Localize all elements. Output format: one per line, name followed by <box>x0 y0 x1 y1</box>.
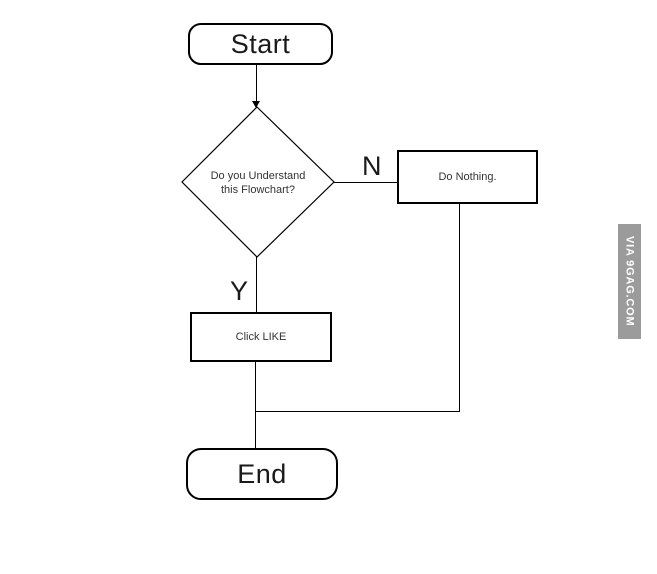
connector-start-to-decision <box>256 64 257 108</box>
arrow-down-icon <box>252 101 260 108</box>
branch-label-no: N <box>362 151 382 181</box>
do-nothing-label: Do Nothing. <box>438 171 497 183</box>
decision-node: Do you Understand this Flowchart? <box>181 106 335 259</box>
do-nothing-node: Do Nothing. <box>397 150 538 204</box>
watermark-9gag: VIA 9GAG.COM <box>618 224 641 339</box>
branch-label-yes: Y <box>230 276 249 306</box>
connector-do-nothing-down <box>459 203 460 412</box>
click-like-label: Click LIKE <box>235 331 287 343</box>
decision-label: Do you Understand this Flowchart? <box>181 106 335 259</box>
diamond-shape <box>181 106 335 258</box>
end-label: End <box>237 458 287 489</box>
connector-merge-to-end <box>255 411 256 449</box>
end-node: End <box>186 448 338 500</box>
connector-merge-horizontal <box>255 411 460 412</box>
decision-label-line2: this Flowchart? <box>221 183 295 196</box>
start-node: Start <box>188 23 333 65</box>
decision-label-line1: Do you Understand <box>210 169 306 182</box>
watermark-text: VIA 9GAG.COM <box>623 236 636 327</box>
click-like-node: Click LIKE <box>190 312 332 362</box>
start-label: Start <box>230 28 291 59</box>
connector-click-like-down <box>255 361 256 412</box>
connector-decision-to-click-like <box>256 257 257 313</box>
connector-decision-to-do-nothing <box>334 182 398 183</box>
